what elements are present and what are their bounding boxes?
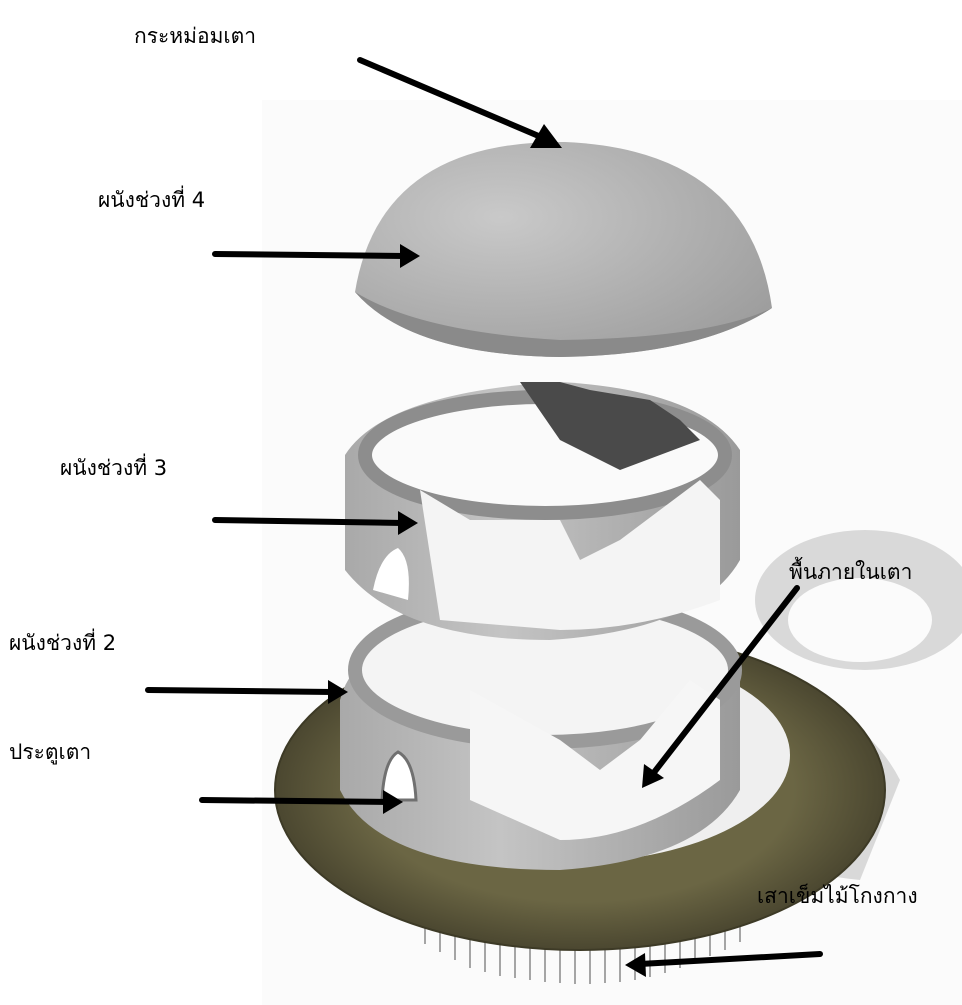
label-piles: เสาเข็มไม้โกงกาง (757, 880, 918, 913)
label-cover: กระหม่อมเตา (134, 20, 256, 53)
label-floor: พื้นภายในเตา (789, 556, 912, 589)
label-door: ประตูเตา (9, 736, 91, 769)
label-wall-4: ผนังช่วงที่ 4 (98, 184, 205, 217)
wall-section-3 (345, 382, 740, 640)
label-wall-3: ผนังช่วงที่ 3 (60, 452, 167, 485)
label-wall-2: ผนังช่วงที่ 2 (9, 627, 116, 660)
